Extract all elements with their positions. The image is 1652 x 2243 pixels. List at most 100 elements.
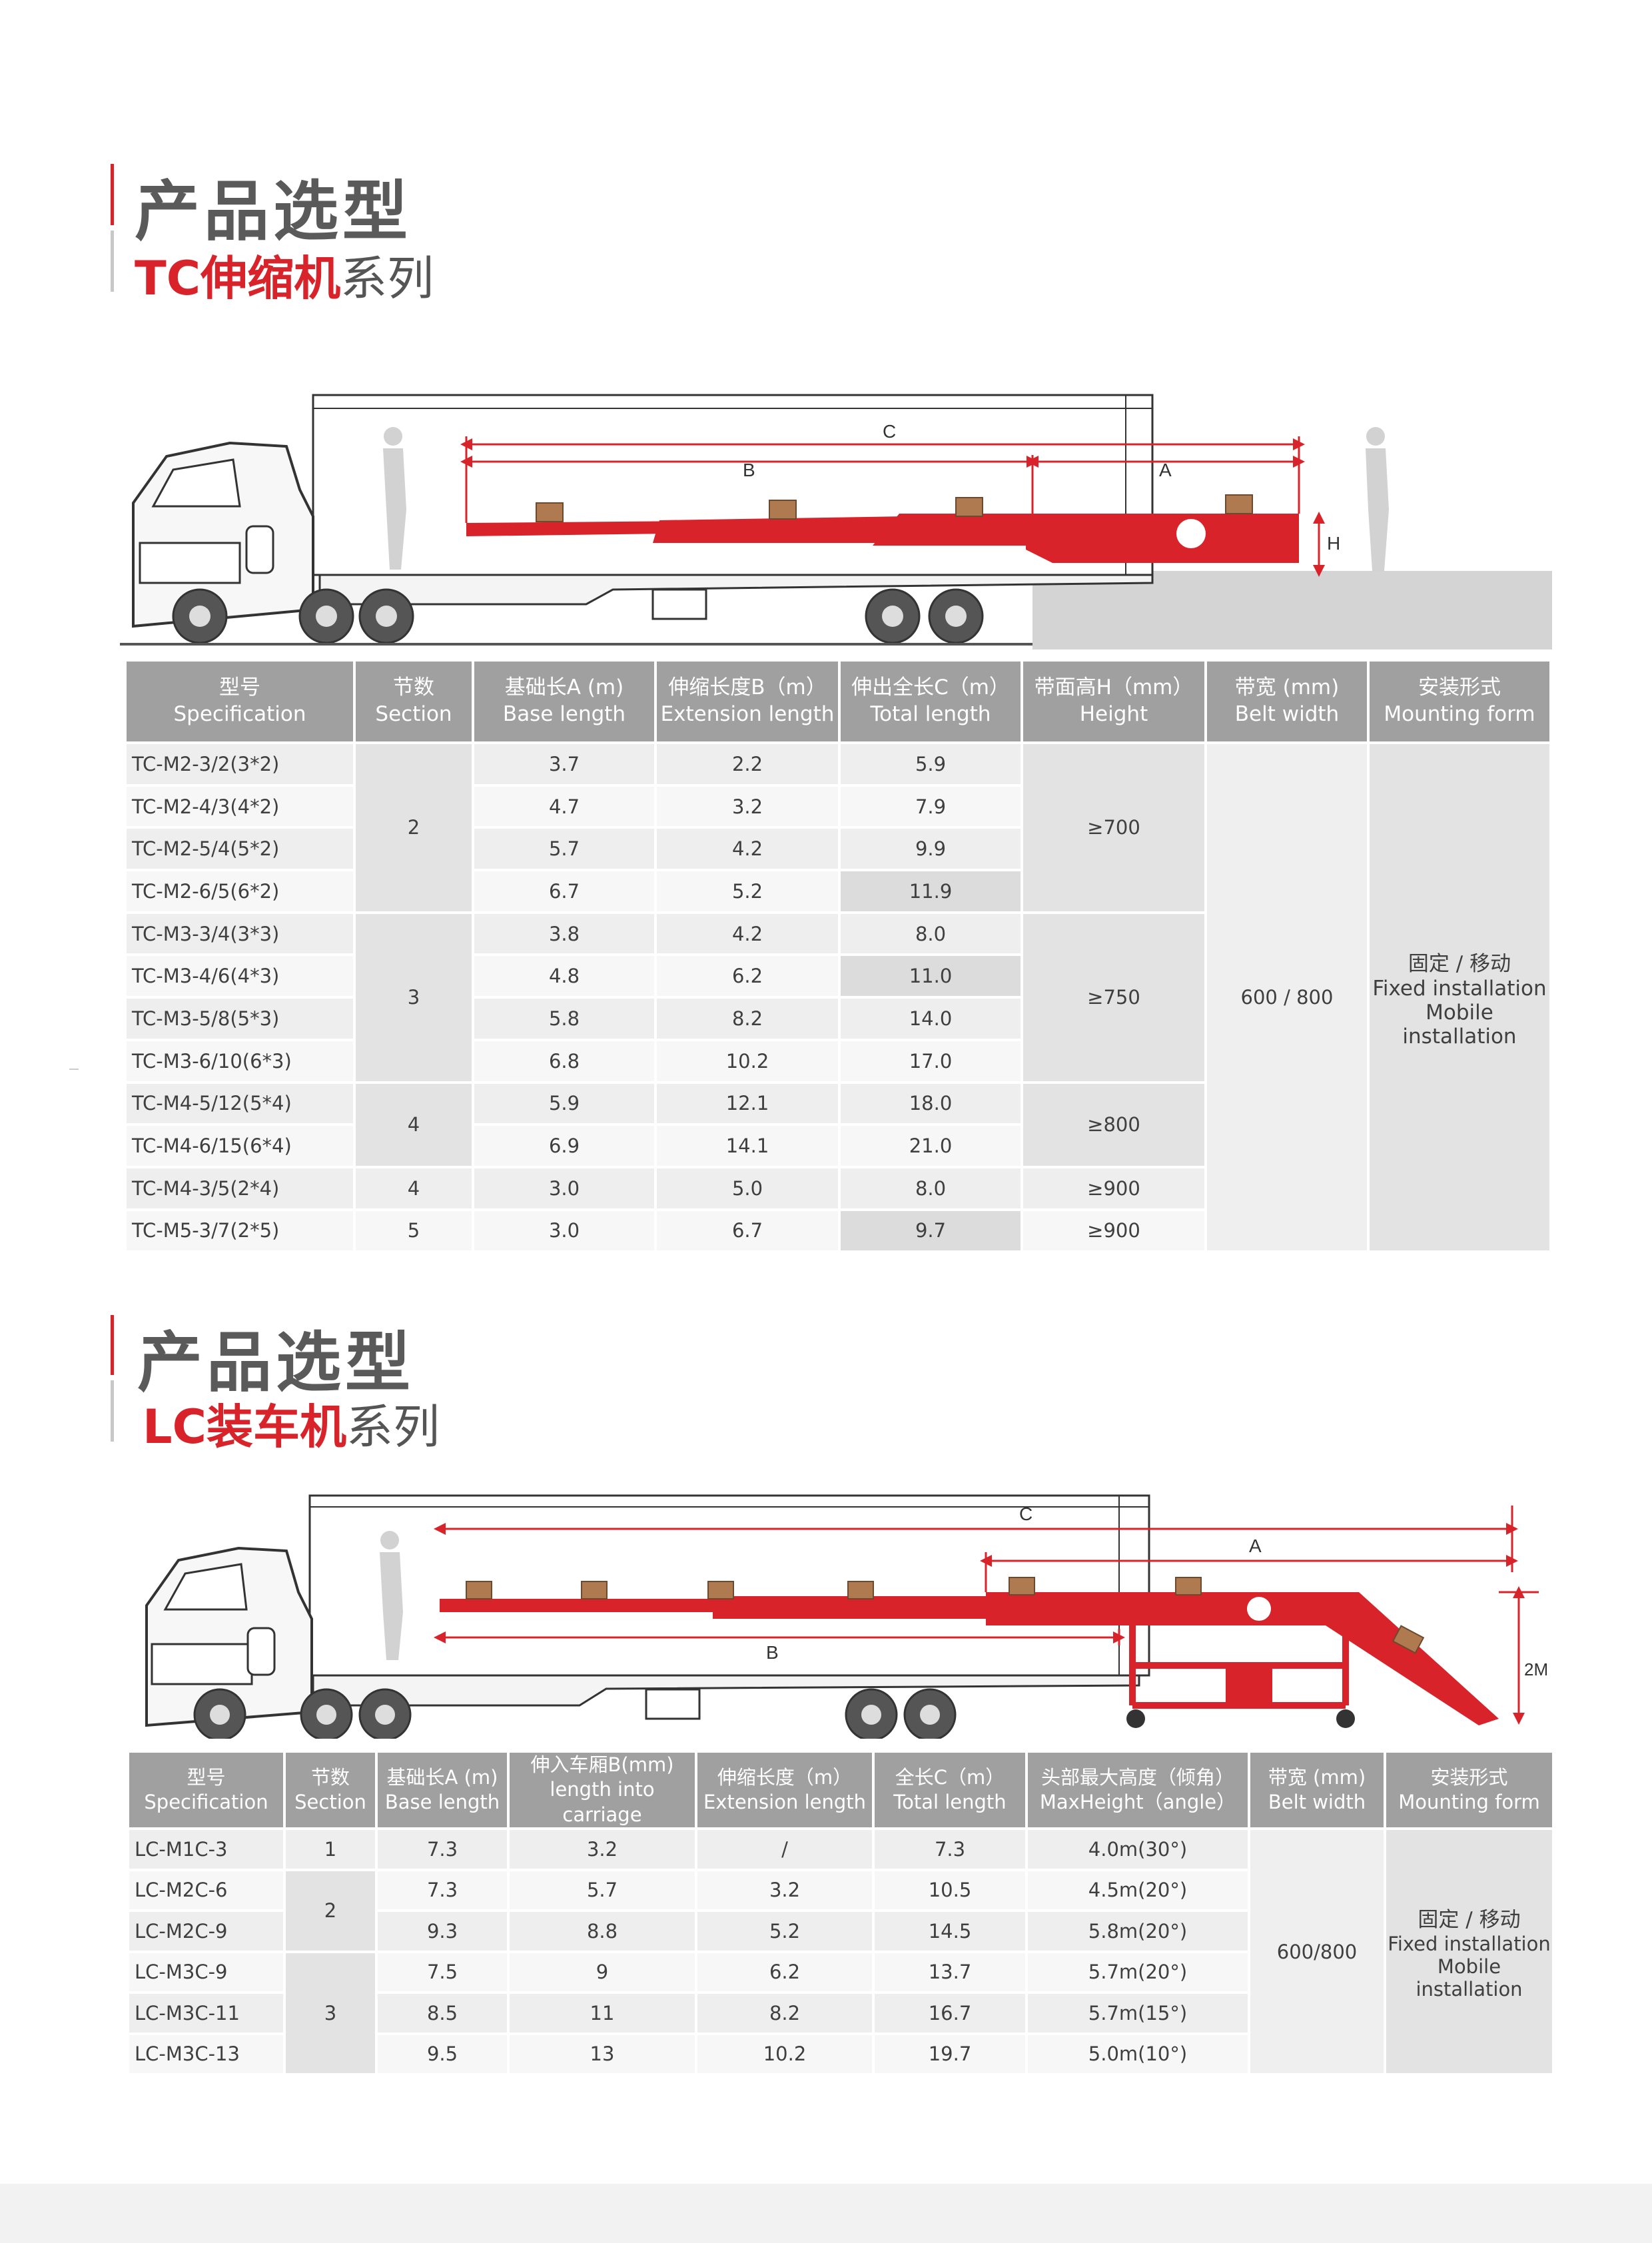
cell-section: 1	[283, 1827, 378, 1871]
table-row: TC-M3-4/6(4*3) 4.8 6.2 11.0	[124, 953, 1551, 999]
cell-into: 11	[507, 1991, 697, 2035]
logo-mark	[1247, 1597, 1271, 1621]
person-on-dock	[1366, 427, 1389, 571]
cell-total: 18.0	[838, 1081, 1023, 1126]
cell-base: 5.9	[472, 1081, 657, 1126]
cell-section: 2	[353, 741, 474, 914]
cell-maxh: 5.0m(10°)	[1025, 2032, 1250, 2076]
cell-spec: TC-M2-6/5(6*2)	[124, 869, 356, 914]
cell-belt-width: 600 / 800	[1204, 741, 1370, 1254]
cell-total: 13.7	[872, 1950, 1028, 1994]
cell-base: 9.5	[375, 2032, 510, 2076]
dim-c-label: C	[883, 421, 896, 442]
th-base-length: 基础长A (m)Base length	[472, 659, 657, 744]
cell-base: 6.7	[472, 869, 657, 914]
cell-base: 5.8	[472, 996, 657, 1041]
cell-spec: TC-M2-5/4(5*2)	[124, 826, 356, 872]
section2-subtitle: LC装车机系列	[143, 1390, 440, 1457]
cell-ext: 8.2	[695, 1991, 875, 2035]
table-row: TC-M4-3/5(2*4) 4 3.0 5.0 8.0 ≥900	[124, 1165, 1551, 1211]
section1-title: 产品选型	[135, 174, 412, 250]
section1-subtitle-red: TC伸缩机	[135, 251, 341, 306]
cell-base: 6.8	[472, 1038, 657, 1084]
cell-ext: 3.2	[695, 1868, 875, 1912]
cell-base: 7.5	[375, 1950, 510, 1994]
th-extension-length: 伸缩长度（m）Extension length	[695, 1750, 875, 1830]
cell-into: 5.7	[507, 1868, 697, 1912]
cell-base: 4.8	[472, 953, 657, 999]
table-row: LC-M2C-6 2 7.3 5.7 3.2 10.5 4.5m(20°)	[127, 1868, 1553, 1953]
cell-ext: 3.2	[654, 783, 841, 829]
cell-belt-width: 600/800	[1248, 1827, 1386, 2076]
table-row: TC-M2-4/3(4*2) 4.7 3.2 7.9	[124, 783, 1551, 829]
cell-base: 3.8	[472, 911, 657, 957]
cell-base: 3.0	[472, 1208, 657, 1254]
cell-base: 3.7	[472, 741, 657, 787]
table-row: LC-M3C-11 8.5 11 8.2 16.7 5.7m(15°)	[127, 1991, 1553, 2035]
cell-total: 8.0	[838, 911, 1023, 957]
th-length-into-carriage: 伸入车厢B(mm)length into carriage	[507, 1750, 697, 1830]
cell-ext: 5.2	[654, 869, 841, 914]
table-row: TC-M5-3/7(2*5) 5 3.0 6.7 9.7 ≥900	[124, 1208, 1551, 1254]
cell-spec: LC-M3C-11	[127, 1991, 286, 2035]
cell-into: 13	[507, 2032, 697, 2076]
table-row: TC-M2-3/2(3*2) 2 3.7 2.2 5.9 ≥700 600 / …	[124, 741, 1552, 1254]
dim-c-label: C	[1019, 1504, 1032, 1524]
cell-maxh: 4.5m(20°)	[1025, 1868, 1250, 1912]
cell-ext: 12.1	[654, 1081, 841, 1126]
heading-bar-grey	[111, 230, 114, 292]
th-belt-width: 带宽 (mm)Belt width	[1248, 1750, 1386, 1830]
cell-section: 3	[353, 911, 474, 1084]
cell-ext: 6.7	[654, 1208, 841, 1254]
cell-section: 3	[283, 1950, 378, 2076]
cell-maxh: 5.7m(20°)	[1025, 1950, 1250, 1994]
cell-height: ≥900	[1021, 1208, 1207, 1254]
section1-subtitle-grey: 系列	[340, 251, 434, 306]
dim-b-label: B	[743, 460, 755, 480]
section2-title: 产品选型	[137, 1325, 415, 1401]
cell-spec: TC-M3-6/10(6*3)	[124, 1038, 356, 1084]
cell-spec: LC-M2C-9	[127, 1909, 286, 1953]
cell-ext: 4.2	[654, 826, 841, 872]
cell-section: 4	[353, 1165, 474, 1211]
cell-total: 19.7	[872, 2032, 1028, 2076]
cell-ext: 10.2	[654, 1038, 841, 1084]
cell-spec: LC-M3C-9	[127, 1950, 286, 1994]
th-extension-length: 伸缩长度B（m）Extension length	[654, 659, 841, 744]
cell-spec: TC-M3-4/6(4*3)	[124, 953, 356, 999]
th-base-length: 基础长A (m)Base length	[375, 1750, 510, 1830]
cell-base: 7.3	[375, 1868, 510, 1912]
dim-a-label: A	[1159, 460, 1172, 480]
cell-total: 10.5	[872, 1868, 1028, 1912]
section2-subtitle-grey: 系列	[346, 1400, 440, 1454]
cell-total: 11.0	[838, 953, 1023, 999]
cell-total: 14.0	[838, 996, 1023, 1041]
cell-height: ≥750	[1021, 911, 1207, 1084]
cell-into: 9	[507, 1950, 697, 1994]
cell-base: 3.0	[472, 1165, 657, 1211]
cell-into: 3.2	[507, 1827, 697, 1871]
cell-spec: TC-M2-4/3(4*2)	[124, 783, 356, 829]
cell-total: 11.9	[838, 869, 1023, 914]
cell-spec: TC-M5-3/7(2*5)	[124, 1208, 356, 1254]
cell-ext: 2.2	[654, 741, 841, 787]
cell-section: 5	[353, 1208, 474, 1254]
th-max-height: 头部最大高度（倾角）MaxHeight（angle）	[1025, 1750, 1250, 1830]
cell-total: 17.0	[838, 1038, 1023, 1084]
heading-bar-red	[111, 164, 114, 225]
cell-spec: TC-M4-6/15(6*4)	[124, 1123, 356, 1168]
cell-section: 4	[353, 1081, 474, 1168]
table-row: TC-M4-5/12(5*4) 4 5.9 12.1 18.0 ≥800	[124, 1081, 1551, 1168]
cell-ext: 6.2	[695, 1950, 875, 1994]
cell-base: 6.9	[472, 1123, 657, 1168]
cell-base: 5.7	[472, 826, 657, 872]
person-in-trailer	[383, 427, 406, 570]
cell-spec: TC-M2-3/2(3*2)	[124, 741, 356, 787]
cell-base: 8.5	[375, 1991, 510, 2035]
section2-subtitle-red: LC装车机	[143, 1400, 346, 1454]
